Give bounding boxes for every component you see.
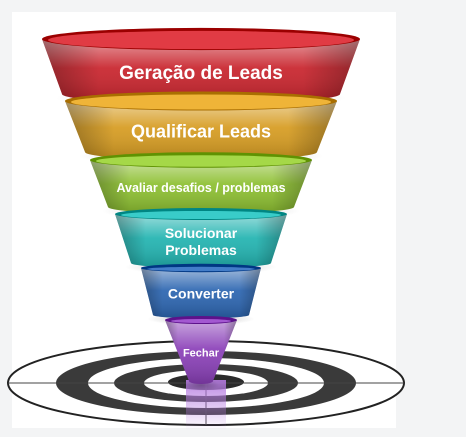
funnel-stage-label: Geração de Leads [119, 63, 283, 84]
side-panel [396, 12, 466, 437]
funnel-stage-label: Converter [168, 286, 235, 302]
funnel-stage-label: Solucionar [165, 225, 238, 241]
funnel-stage-label: Avaliar desafios / problemas [116, 181, 285, 195]
frame-top [0, 0, 466, 12]
funnel-stage-label: Problemas [165, 242, 237, 258]
frame-left [0, 0, 12, 437]
funnel-stage-label: Qualificar Leads [131, 122, 271, 142]
funnel-stage-label: Fechar [183, 347, 220, 359]
frame-bottom [0, 428, 466, 437]
funnel-stage-2: Qualificar Leads [65, 91, 337, 168]
funnel-stage-6: Fechar [165, 316, 237, 391]
